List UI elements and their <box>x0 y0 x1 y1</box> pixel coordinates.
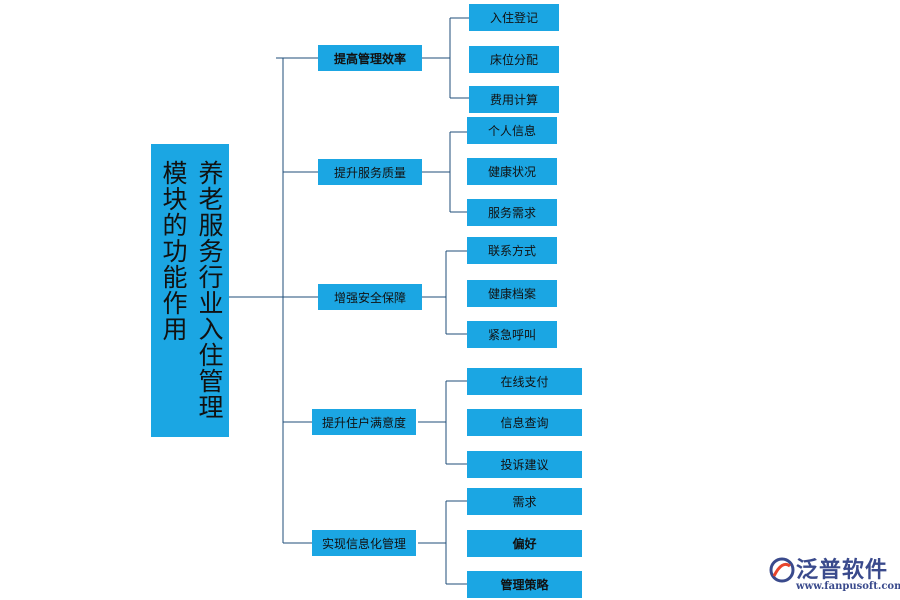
leaf-node-4-2: 信息查询 <box>467 409 582 436</box>
leaf-node-2-3: 服务需求 <box>467 199 557 226</box>
logo-name: 泛普软件 <box>796 558 889 583</box>
leaf-node-1-1: 入住登记 <box>469 4 559 31</box>
branch-node-2: 提升服务质量 <box>318 159 422 185</box>
leaf-node-2-2: 健康状况 <box>467 158 557 185</box>
leaf-node-5-3: 管理策略 <box>467 571 582 598</box>
leaf-node-3-1: 联系方式 <box>467 237 557 264</box>
leaf-node-3-3: 紧急呼叫 <box>467 321 557 348</box>
leaf-node-3-2: 健康档案 <box>467 280 557 307</box>
leaf-node-4-3: 投诉建议 <box>467 451 582 478</box>
branch-node-4: 提升住户满意度 <box>312 409 416 435</box>
branch-node-1: 提高管理效率 <box>318 45 422 71</box>
leaf-node-1-3: 费用计算 <box>469 86 559 113</box>
branch-node-3: 增强安全保障 <box>318 284 422 310</box>
logo-mark-icon <box>769 557 795 583</box>
leaf-node-1-2: 床位分配 <box>469 46 559 73</box>
leaf-node-4-1: 在线支付 <box>467 368 582 395</box>
root-node: 养老服务行业入住管理模块的功能作用 <box>151 144 229 437</box>
leaf-node-5-1: 需求 <box>467 488 582 515</box>
leaf-node-2-1: 个人信息 <box>467 117 557 144</box>
leaf-node-5-2: 偏好 <box>467 530 582 557</box>
branch-node-5: 实现信息化管理 <box>312 530 416 556</box>
logo-url: www.fanpusoft.com <box>796 581 900 592</box>
brand-logo: 泛普软件 www.fanpusoft.com <box>766 552 900 596</box>
